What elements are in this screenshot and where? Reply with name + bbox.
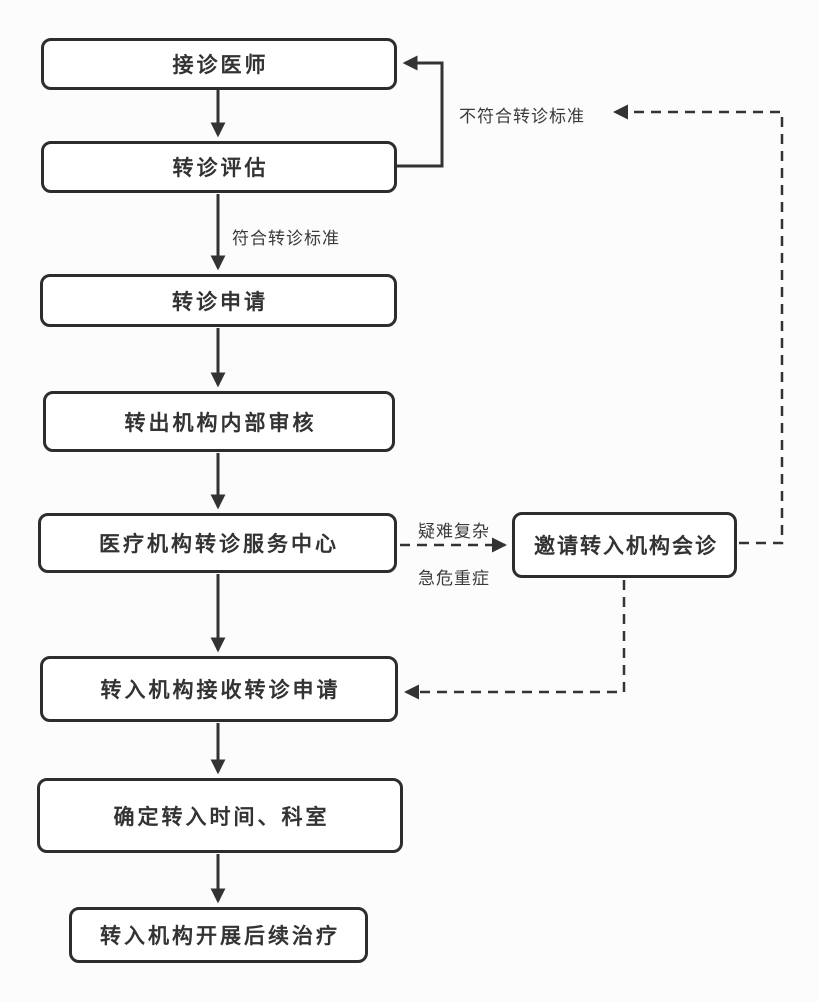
dashed-arrow-consultation-to-receive xyxy=(403,580,626,700)
edge-label-acute-critical: 急危重症 xyxy=(418,569,490,588)
node-referral-application: 转诊申请 xyxy=(40,274,397,327)
node-invite-incoming-consultation: 邀请转入机构会诊 xyxy=(512,512,737,578)
node-confirm-time-department: 确定转入时间、科室 xyxy=(37,778,403,853)
node-incoming-followup-treatment: 转入机构开展后续治疗 xyxy=(69,907,368,963)
arrow-assessment-back-to-physician xyxy=(397,55,444,168)
dashed-arrow-consultation-to-not-meeting-label xyxy=(612,104,784,545)
node-referral-service-center: 医疗机构转诊服务中心 xyxy=(38,513,397,573)
node-incoming-receives-application: 转入机构接收转诊申请 xyxy=(40,656,398,722)
edge-label-meeting-criteria: 符合转诊标准 xyxy=(232,229,340,248)
edge-label-not-meeting-criteria: 不符合转诊标准 xyxy=(459,107,585,126)
node-outgoing-internal-review: 转出机构内部审核 xyxy=(43,391,395,452)
node-receiving-physician: 接诊医师 xyxy=(41,38,397,90)
edge-label-difficult-complex: 疑难复杂 xyxy=(418,522,490,541)
node-referral-assessment: 转诊评估 xyxy=(41,141,397,193)
